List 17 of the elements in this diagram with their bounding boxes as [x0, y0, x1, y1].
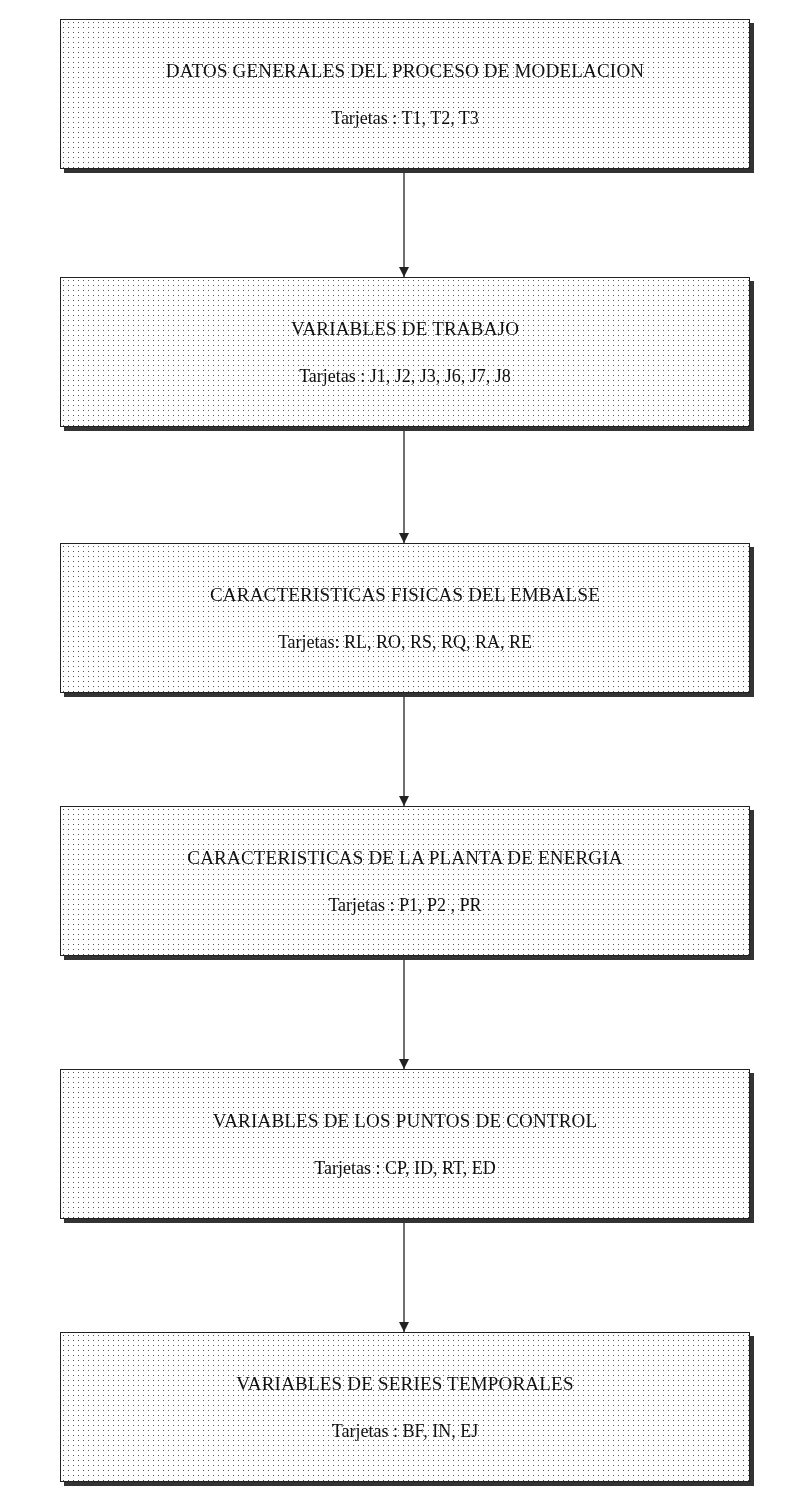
box-title: VARIABLES DE LOS PUNTOS DE CONTROL [212, 1109, 598, 1132]
card-list: Tarjetas : CP, ID, RT, ED [314, 1157, 496, 1179]
arrow [399, 696, 409, 807]
box-title: VARIABLES DE TRABAJO [290, 317, 520, 340]
box-title: DATOS GENERALES DEL PROCESO DE MODELACION [165, 59, 645, 82]
card-list: Tarjetas : BF, IN, EJ [331, 1420, 479, 1442]
card-list: Tarjetas: RL, RO, RS, RQ, RA, RE [277, 631, 533, 653]
box-title: VARIABLES DE SERIES TEMPORALES [236, 1372, 574, 1395]
arrow [399, 1222, 409, 1333]
arrow [399, 430, 409, 544]
box-title: CARACTERISTICAS FISICAS DEL EMBALSE [209, 583, 600, 606]
arrow [399, 172, 409, 278]
card-list: Tarjetas : P1, P2 , PR [328, 894, 482, 916]
arrow [399, 959, 409, 1070]
card-list: Tarjetas : T1, T2, T3 [331, 107, 479, 129]
card-list: Tarjetas : J1, J2, J3, J6, J7, J8 [299, 365, 511, 387]
box-title: CARACTERISTICAS DE LA PLANTA DE ENERGIA [187, 846, 623, 869]
